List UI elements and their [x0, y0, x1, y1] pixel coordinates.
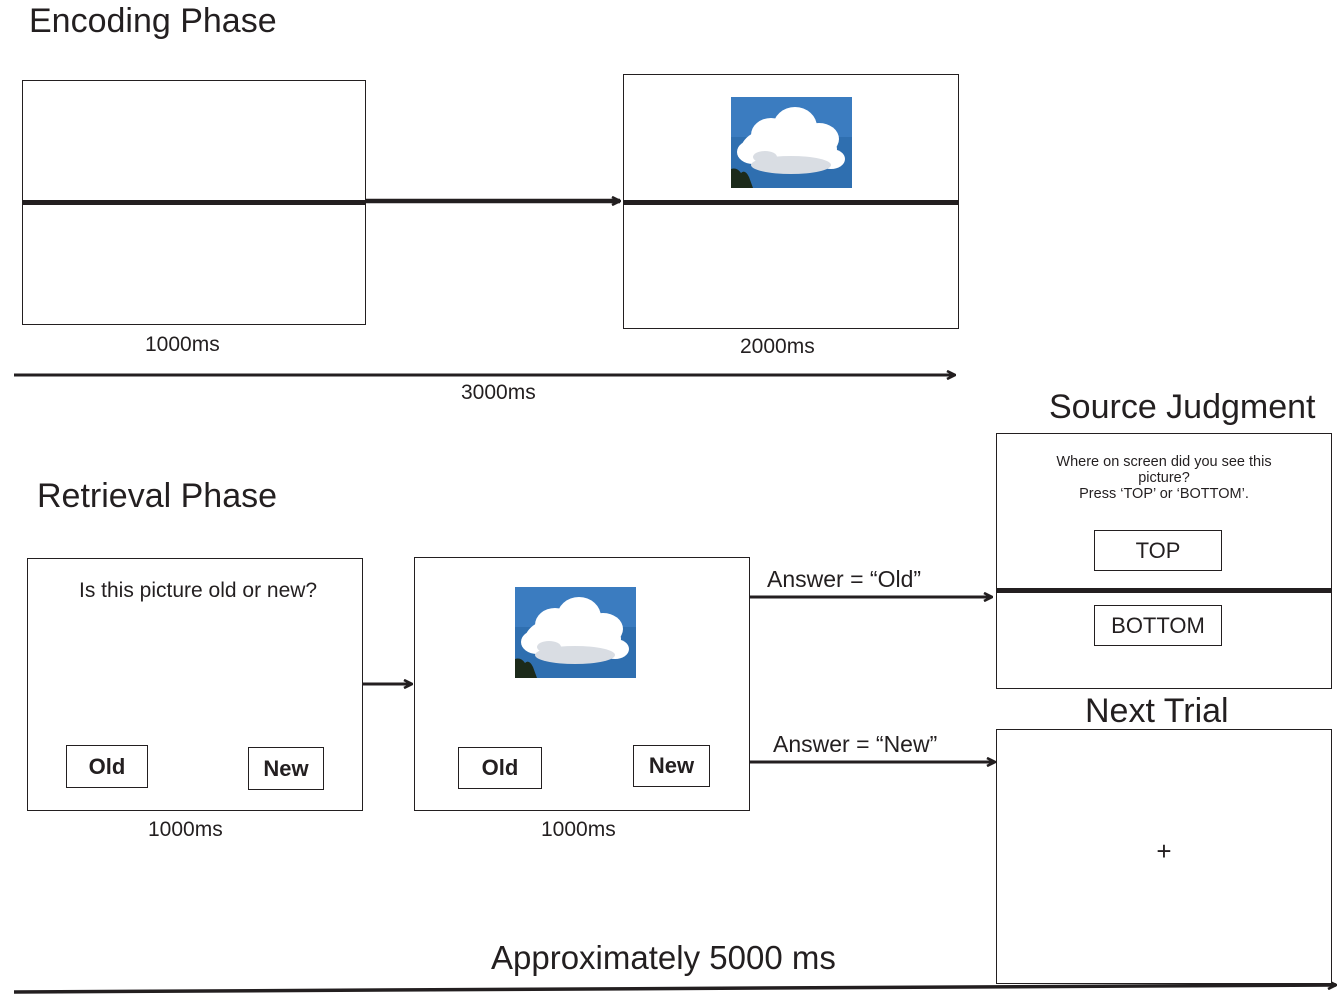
overall-duration-label: Approximately 5000 ms [491, 939, 836, 976]
old-new-question: Is this picture old or new? [79, 579, 318, 602]
encoding-blank-duration: 1000ms [145, 333, 220, 356]
retrieval-picture-screen: Old New [414, 557, 750, 811]
encoding-blank-screen [22, 80, 366, 325]
cloud-photo-icon [731, 97, 852, 188]
overall-total-arrow [13, 985, 1336, 994]
retrieval-picture-duration: 1000ms [541, 818, 616, 841]
source-judgment-title: Source Judgment [1049, 388, 1316, 426]
source-judgment-screen: Where on screen did you see this picture… [996, 433, 1332, 689]
screen-midline [624, 200, 958, 205]
source-prompt-line: picture? [1138, 470, 1190, 486]
encoding-total-duration: 3000ms [461, 381, 536, 404]
next-trial-screen: + [996, 729, 1332, 984]
retrieval-question-duration: 1000ms [148, 818, 223, 841]
retrieval-phase-title: Retrieval Phase [37, 477, 278, 515]
retrieval-question-screen: Is this picture old or new? Old New [27, 558, 363, 811]
encoding-picture-duration: 2000ms [740, 335, 815, 358]
new-button: New [248, 747, 324, 790]
encoding-phase-title: Encoding Phase [29, 2, 277, 40]
fixation-cross: + [1156, 836, 1172, 866]
source-prompt-line: Press ‘TOP’ or ‘BOTTOM’. [1079, 486, 1249, 502]
top-button: TOP [1094, 530, 1222, 571]
screen-midline [997, 588, 1331, 593]
next-trial-title: Next Trial [1085, 692, 1229, 730]
new-button: New [633, 745, 710, 787]
answer-new-label: Answer = “New” [773, 731, 938, 757]
screen-midline [23, 200, 365, 205]
source-prompt: Where on screen did you see this picture… [997, 454, 1331, 502]
source-prompt-line: Where on screen did you see this [1056, 454, 1272, 470]
old-button: Old [458, 747, 542, 789]
old-button: Old [66, 745, 148, 788]
bottom-button: BOTTOM [1094, 605, 1222, 646]
answer-old-label: Answer = “Old” [767, 566, 922, 592]
cloud-photo-icon [515, 587, 636, 678]
encoding-picture-screen [623, 74, 959, 329]
